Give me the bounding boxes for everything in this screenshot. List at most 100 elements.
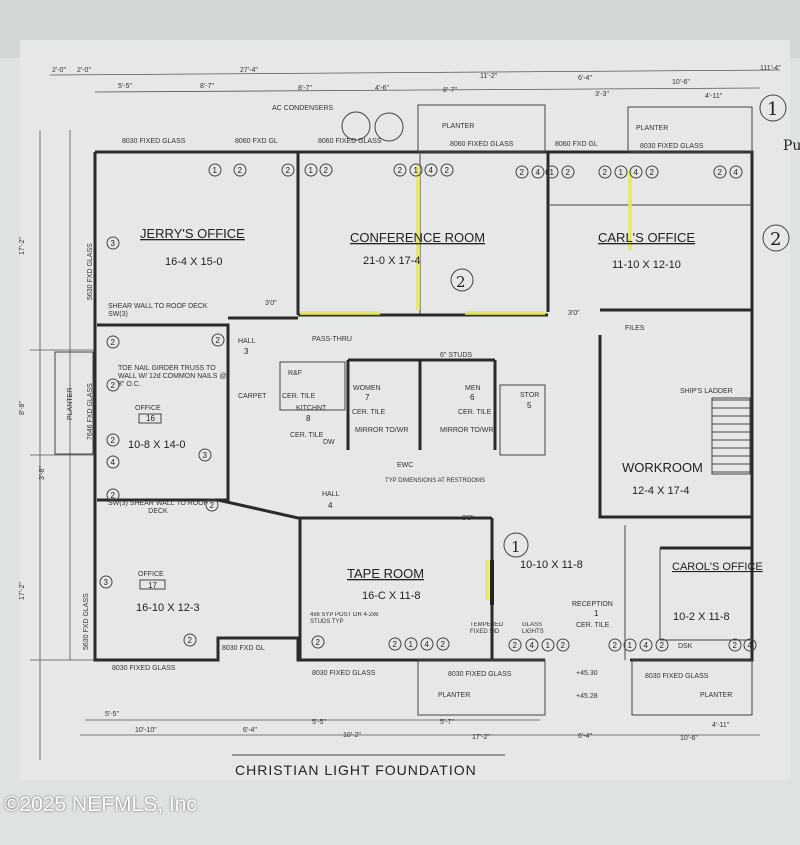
dim-top-total: 27'-4" [240,67,258,74]
watermark: ©2025 NEFMLS, Inc [4,793,197,816]
elevation-label: +45.30 [576,670,598,677]
window-label: 8030 FIXED GLASS [645,673,709,680]
dim-top-c: 5'-5" [118,83,132,90]
planter-label: PLANTER [442,123,474,130]
window-tag: 2 [655,638,669,652]
dim-top-b: 2'-0" [77,67,91,74]
svg-text:4: 4 [734,168,739,177]
svg-text:2: 2 [613,641,618,650]
mirror-label: MIRROR TO/WR [440,427,493,434]
title-strip: CHRISTIAN LIGHT FOUNDATION [235,762,477,778]
room-name: CAROL'S OFFICE [672,561,763,573]
truss-note: TOE NAIL GIRDER TRUSS TO WALL W/ 12d COM… [118,365,227,388]
tempered-note: TEMPERED FIXED SID [470,622,503,635]
window-tag: 2 [388,637,402,651]
window-tag: 4 [420,637,434,651]
dim-top-f: 4'-6" [375,85,389,92]
hand-mark: 1 [511,538,521,556]
window-tag: 2 [106,488,120,502]
svg-text:2: 2 [216,336,221,345]
svg-text:1: 1 [414,166,419,175]
dim-bot-b: 10'-10" [135,727,157,734]
svg-text:2: 2 [513,641,518,650]
dimension-lines [30,69,781,760]
shear-wall-note: SW(3) SHEAR WALL TO ROOF DECK [108,500,208,515]
floor-label: CER. TILE [290,432,324,439]
window-tag: 1 [404,637,418,651]
room-size: 16-4 X 15-0 [165,256,222,268]
svg-text:4: 4 [425,640,430,649]
room-number: 3 [244,347,249,356]
hand-circle [762,224,790,252]
dim-bot-i: 4'-11" [712,722,730,729]
svg-text:1: 1 [619,168,624,177]
window-label: 8030 FIXED GLASS [448,671,512,678]
highlight-marks [300,165,632,605]
window-tag: 4 [629,165,643,179]
window-tag: 2 [508,638,522,652]
svg-text:2: 2 [603,168,608,177]
svg-text:4: 4 [111,458,116,467]
svg-text:2: 2 [111,381,116,390]
planter-label: PLANTER [700,692,732,699]
svg-text:3: 3 [111,239,116,248]
svg-text:2: 2 [718,168,723,177]
window-label: 8060 FIXED GLASS [450,141,514,148]
room-size: 21-0 X 17-4 [363,255,420,267]
window-label: 8030 FIXED GLASS [312,670,376,677]
svg-text:2: 2 [733,641,738,650]
room-name: JERRY'S OFFICE [140,226,245,241]
window-tag: 4 [106,455,120,469]
hand-mark: 1 [767,99,778,120]
svg-text:1: 1 [628,641,633,650]
window-tag: 3 [99,575,113,589]
hand-circle [759,94,787,122]
dim-top-a: 2'-0" [52,67,66,74]
room-size: 10-10 X 11-8 [520,559,583,571]
dim-top-h: 11'-2" [480,73,498,80]
svg-text:2: 2 [324,166,329,175]
floor-label: CER. TILE [458,409,492,416]
room-size: 12-4 X 17-4 [632,485,689,497]
window-label: 8030 FIXED GLASS [122,138,186,145]
window-tag: 2 [106,335,120,349]
ewc-label: EWC [397,462,413,469]
svg-text:2: 2 [566,168,571,177]
planter-label: PLANTER [636,125,668,132]
hand-mark: 2 [770,229,781,250]
window-tag: 1 [208,163,222,177]
window-tag: 4 [531,165,545,179]
svg-text:2: 2 [660,641,665,650]
window-tag: 2 [440,163,454,177]
window-tag: 1 [304,163,318,177]
window-label: 8060 FXD GL [555,141,598,148]
window-tag: 4 [729,165,743,179]
room-name: HALL [322,491,340,498]
room-name: TAPE ROOM [347,566,424,581]
fridge-label: R&F [288,370,302,377]
planters [54,104,753,716]
window-tag: 2 [106,433,120,447]
dim-top-l: 4'-11" [705,93,723,100]
svg-text:2: 2 [111,338,116,347]
window-tag: 1 [541,638,555,652]
svg-text:2: 2 [393,640,398,649]
svg-text:1: 1 [309,166,314,175]
window-tag: 1 [409,163,423,177]
room-name: STOR [520,392,539,399]
room-name: WORKROOM [622,460,703,475]
svg-text:4: 4 [536,168,541,177]
dim-bot-a: 5'-5" [105,711,119,718]
window-tag: 2 [211,333,225,347]
window-tag: 2 [319,163,333,177]
room-number: 5 [527,401,532,410]
dim-top-j: 3'-3" [595,91,609,98]
hand-circle [450,268,474,292]
svg-text:2: 2 [520,168,525,177]
window-tag: 2 [556,638,570,652]
window-label: 5630 FXD GLASS [87,243,94,300]
desk-label: DSK [678,643,693,650]
dim-top-e: 8'-7" [298,85,312,92]
svg-text:2: 2 [398,166,403,175]
room-name: RECEPTION [572,601,613,608]
